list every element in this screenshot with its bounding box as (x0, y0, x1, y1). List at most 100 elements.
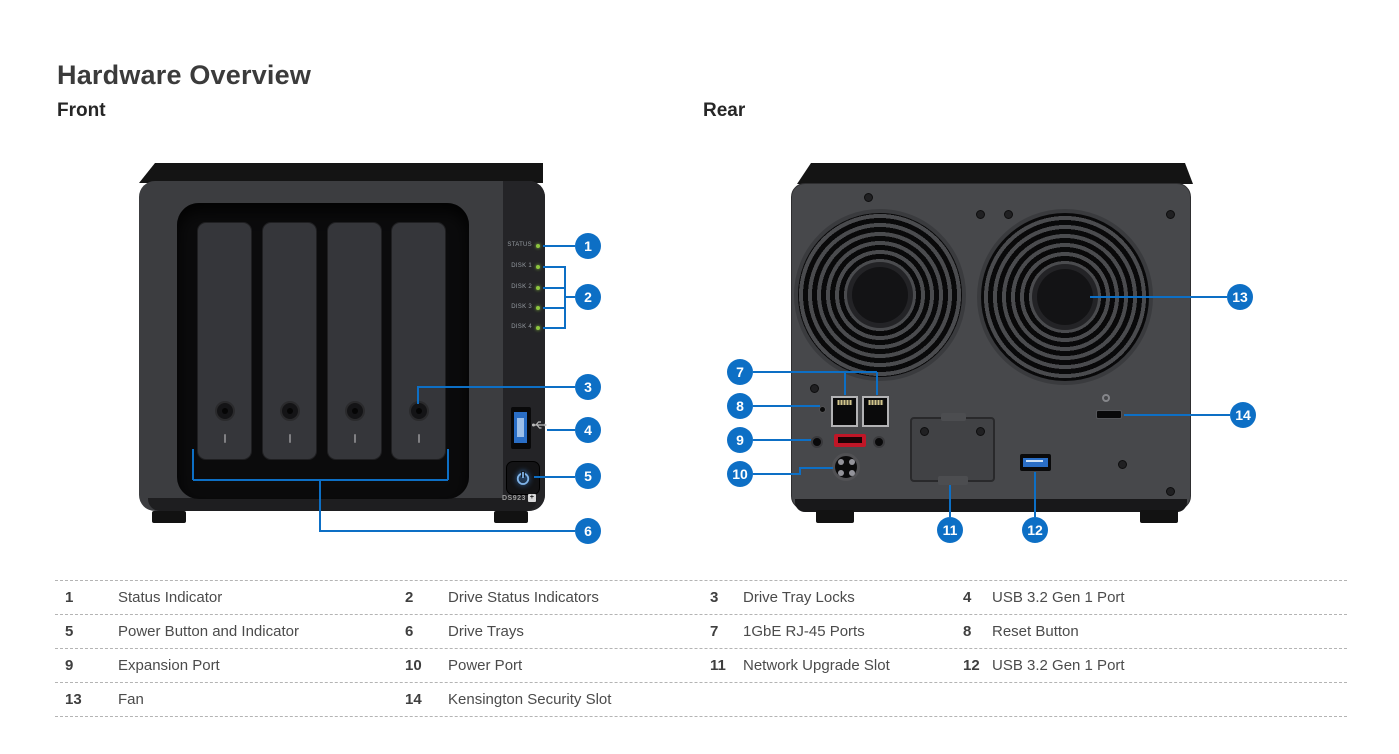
screw-icon (1166, 487, 1175, 496)
legend-label: 1GbE RJ-45 Ports (743, 623, 865, 640)
callout-9: 9 (727, 427, 753, 453)
drive-tray-lock-icon (344, 401, 365, 421)
callout-14: 14 (1230, 402, 1256, 428)
legend-num: 2 (405, 589, 414, 606)
rj45-pins (868, 400, 883, 405)
legend-num: 13 (65, 691, 82, 708)
front-device-top-surface (139, 163, 543, 183)
legend-label: Power Port (448, 657, 523, 674)
disk2-led-icon (536, 286, 540, 290)
rj45-port-2 (862, 396, 889, 427)
rj45-port-1 (831, 396, 858, 427)
legend-label: USB 3.2 Gen 1 Port (992, 589, 1125, 606)
drive-tray-3 (327, 222, 382, 460)
screw-icon (976, 210, 985, 219)
model-name: DS923 (502, 494, 526, 502)
fan-right (977, 209, 1153, 385)
esata-slot (838, 437, 862, 443)
legend-row: 9 Expansion Port 10 Power Port 11 Networ… (55, 648, 1347, 682)
led-label-disk4: DISK 4 (511, 324, 532, 330)
screw-icon (1166, 210, 1175, 219)
front-foot-left (152, 511, 186, 523)
usb-inner-bar (1026, 460, 1043, 462)
kensington-lock-icon (1102, 394, 1110, 402)
legend-num: 9 (65, 657, 74, 674)
legend-num: 14 (405, 691, 422, 708)
netslot-tab-top (941, 413, 966, 421)
tray-handle-mark (417, 434, 420, 443)
power-button (506, 461, 540, 495)
callout-4: 4 (575, 417, 601, 443)
model-plus-badge: + (527, 494, 536, 502)
led-label-status: STATUS (507, 242, 532, 248)
legend-num: 11 (710, 657, 726, 674)
legend-label: Expansion Port (118, 657, 220, 674)
legend-num: 12 (963, 657, 980, 674)
tray-handle-mark (223, 434, 226, 443)
rj45-pins (837, 400, 852, 405)
legend-num: 8 (963, 623, 972, 640)
front-led-panel (503, 181, 545, 511)
front-foot-right (494, 511, 528, 523)
callout-3: 3 (575, 374, 601, 400)
legend-label: Fan (118, 691, 144, 708)
reset-pinhole (819, 406, 826, 413)
disk3-led-icon (536, 306, 540, 310)
status-led-icon (536, 244, 540, 248)
legend-label: Network Upgrade Slot (743, 657, 890, 674)
screw-icon (1118, 460, 1127, 469)
kensington-security-slot (1096, 410, 1122, 419)
front-usb-port (511, 407, 531, 449)
power-port (832, 453, 860, 481)
callout-12: 12 (1022, 517, 1048, 543)
legend-label: Reset Button (992, 623, 1079, 640)
screw-icon (1004, 210, 1013, 219)
led-label-disk3: DISK 3 (511, 304, 532, 310)
legend-label: USB 3.2 Gen 1 Port (992, 657, 1125, 674)
disk1-led-icon (536, 265, 540, 269)
legend-table: 1 Status Indicator 2 Drive Status Indica… (55, 580, 1347, 717)
legend-num: 5 (65, 623, 74, 640)
fan-hub (852, 267, 908, 323)
tray-handle-mark (353, 434, 356, 443)
legend-row: 5 Power Button and Indicator 6 Drive Tra… (55, 614, 1347, 648)
callout-13: 13 (1227, 284, 1253, 310)
drive-tray-4 (391, 222, 446, 460)
disk4-led-icon (536, 326, 540, 330)
legend-num: 7 (710, 623, 719, 640)
rear-foot-left (816, 510, 854, 523)
callout-6: 6 (575, 518, 601, 544)
led-label-disk2: DISK 2 (511, 284, 532, 290)
legend-label: Drive Status Indicators (448, 589, 599, 606)
legend-label: Power Button and Indicator (118, 623, 299, 640)
rear-usb-port (1020, 454, 1051, 471)
drive-tray-lock-icon (214, 401, 235, 421)
rear-section-heading: Rear (703, 100, 746, 121)
model-badge: DS923 + (502, 494, 544, 502)
drive-bay-recess (177, 203, 469, 499)
legend-num: 3 (710, 589, 719, 606)
legend-label: Drive Tray Locks (743, 589, 855, 606)
screw-icon (976, 427, 985, 436)
drive-tray-lock-icon (279, 401, 300, 421)
legend-num: 10 (405, 657, 422, 674)
legend-num: 1 (65, 589, 74, 606)
callout-11: 11 (937, 517, 963, 543)
screw-icon (920, 427, 929, 436)
callout-7: 7 (727, 359, 753, 385)
esata-expansion-port (834, 434, 866, 447)
tray-handle-mark (288, 434, 291, 443)
netslot-tab-bottom (938, 476, 968, 485)
power-icon (516, 471, 530, 485)
legend-label: Status Indicator (118, 589, 223, 606)
fan-left (794, 209, 966, 381)
front-device-bottom-edge (148, 498, 537, 511)
page-title: Hardware Overview (57, 60, 312, 90)
drive-tray-1 (197, 222, 252, 460)
legend-row: 13 Fan 14 Kensington Security Slot (55, 682, 1347, 717)
legend-num: 6 (405, 623, 414, 640)
legend-label: Kensington Security Slot (448, 691, 612, 708)
screw-icon (810, 384, 819, 393)
drive-tray-lock-icon (408, 401, 429, 421)
callout-8: 8 (727, 393, 753, 419)
